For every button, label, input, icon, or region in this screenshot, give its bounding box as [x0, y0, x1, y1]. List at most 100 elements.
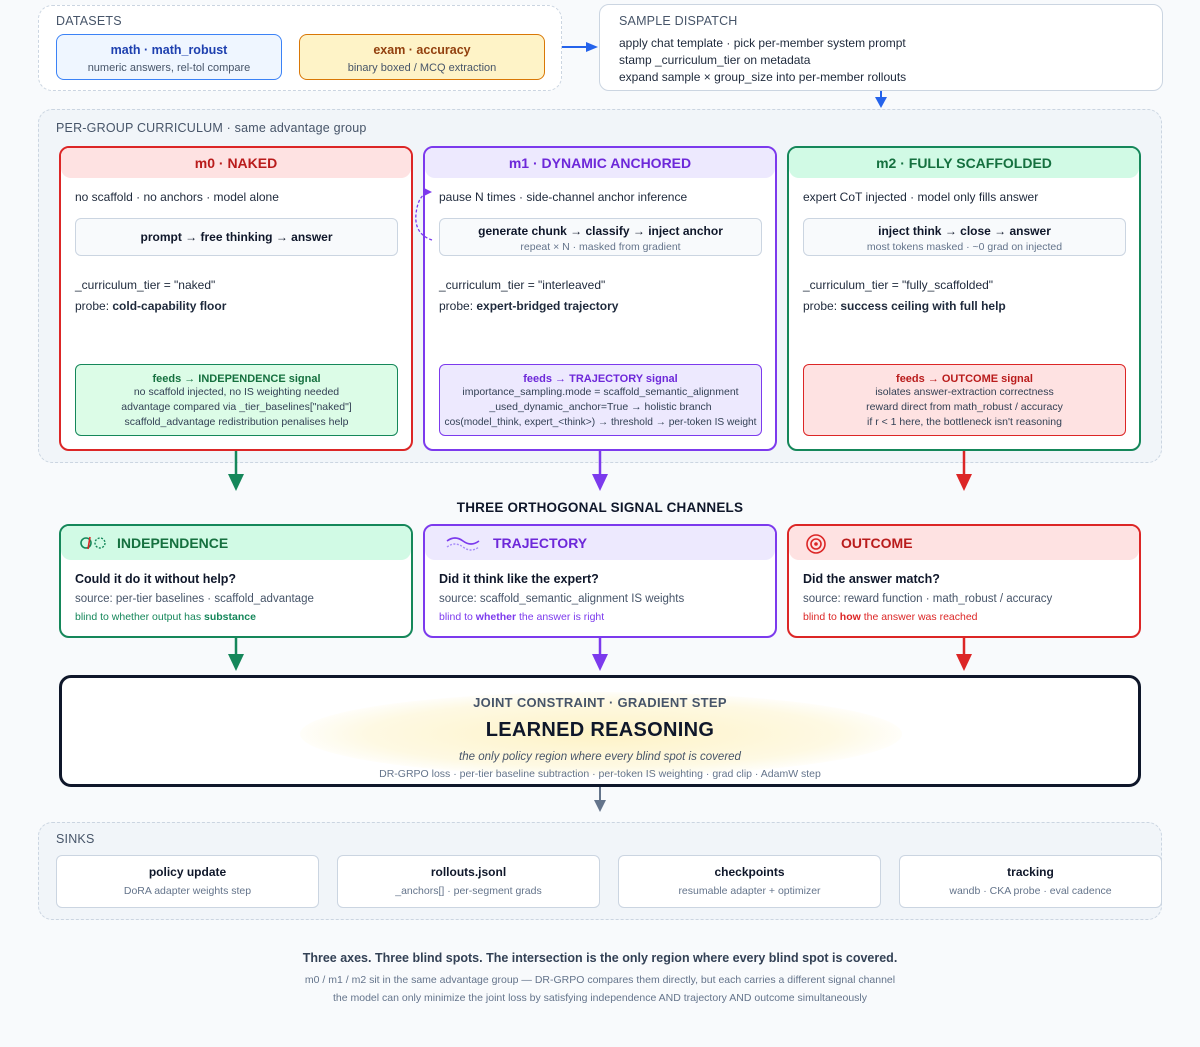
sink-policy-update-sub: DoRA adapter weights step — [123, 885, 252, 897]
m0-feed-title: feeds → INDEPENDENCE signal — [152, 373, 321, 385]
m2-probe-label: probe: — [803, 299, 838, 313]
sink-rollouts-sub: _anchors[] · per-segment grads — [395, 885, 542, 897]
m1-flow-main: generate chunk → classify → inject ancho… — [478, 224, 723, 238]
m1-column[interactable]: m1 · DYNAMIC ANCHORED pause N times · si… — [423, 146, 777, 451]
trajectory-title: TRAJECTORY — [493, 535, 588, 551]
m1-feed-line-1: importance_sampling.mode = scaffold_sema… — [462, 386, 739, 398]
m0-probe-value: cold-capability floor — [112, 299, 227, 313]
m1-feed-line-2: _used_dynamic_anchor=True → holistic bra… — [489, 401, 712, 413]
dispatch-label: SAMPLE DISPATCH — [619, 14, 738, 28]
datasets-label: DATASETS — [56, 14, 122, 28]
m2-column[interactable]: m2 · FULLY SCAFFOLDED expert CoT injecte… — [787, 146, 1141, 451]
independence-card[interactable]: INDEPENDENCE Could it do it without help… — [59, 524, 413, 638]
arrow-m2-down — [956, 451, 972, 491]
trajectory-source: source: scaffold_semantic_alignment IS w… — [439, 593, 685, 605]
trajectory-header: TRAJECTORY — [425, 526, 775, 560]
dispatch-line-1: apply chat template · pick per-member sy… — [619, 36, 906, 50]
m1-probe-value: expert-bridged trajectory — [476, 299, 619, 313]
trajectory-card[interactable]: TRAJECTORY Did it think like the expert?… — [423, 524, 777, 638]
m0-flow-pill: prompt → free thinking → answer — [75, 218, 398, 256]
trajectory-wave-icon — [446, 537, 480, 551]
arrow-m1-down — [592, 451, 608, 491]
outcome-header: OUTCOME — [789, 526, 1139, 560]
target-icon — [806, 534, 826, 554]
independence-source: source: per-tier baselines · scaffold_ad… — [75, 593, 314, 605]
m0-probe: probe: cold-capability floor — [75, 299, 226, 313]
sink-rollouts-title: rollouts.jsonl — [430, 865, 507, 879]
m2-feed-line-2: reward direct from math_robust / accurac… — [866, 401, 1063, 413]
sink-checkpoints-title: checkpoints — [714, 865, 785, 879]
m0-header: m0 · NAKED — [61, 148, 411, 178]
m2-header: m2 · FULLY SCAFFOLDED — [789, 148, 1139, 178]
m1-probe-label: probe: — [439, 299, 474, 313]
sinks-label: SINKS — [56, 832, 95, 846]
sink-policy-update-title: policy update — [148, 865, 227, 879]
m2-probe-value: success ceiling with full help — [840, 299, 1006, 313]
arrow-independence-down — [228, 638, 244, 671]
sink-checkpoints[interactable]: checkpoints resumable adapter + optimize… — [618, 855, 881, 908]
m1-flow-sub: repeat × N · masked from gradient — [520, 241, 681, 253]
trajectory-blind-post: the answer is right — [516, 611, 605, 623]
sink-tracking[interactable]: tracking wandb · CKA probe · eval cadenc… — [899, 855, 1162, 908]
footer-line-2: the model can only minimize the joint lo… — [332, 992, 867, 1004]
independence-blind: blind to whether output has substance — [75, 611, 256, 623]
m2-flow-sub: most tokens masked · ~0 grad on injected — [866, 241, 1063, 253]
datasets-panel: DATASETS math · math_robust numeric answ… — [38, 5, 562, 91]
curriculum-label: PER-GROUP CURRICULUM · same advantage gr… — [56, 121, 367, 135]
m0-flow-main: prompt → free thinking → answer — [140, 230, 333, 244]
arrow-outcome-down — [956, 638, 972, 671]
dataset-math-title: math · math_robust — [110, 43, 228, 57]
sink-rollouts[interactable]: rollouts.jsonl _anchors[] · per-segment … — [337, 855, 600, 908]
m2-flow-pill: inject think → close → answer most token… — [803, 218, 1126, 256]
dataset-exam-title: exam · accuracy — [373, 43, 471, 57]
outcome-blind: blind to how the answer was reached — [803, 611, 978, 623]
joint-title: LEARNED REASONING — [485, 719, 715, 741]
independence-title: INDEPENDENCE — [117, 535, 229, 551]
independence-question: Could it do it without help? — [75, 572, 237, 586]
sink-policy-update[interactable]: policy update DoRA adapter weights step — [56, 855, 319, 908]
dispatch-line-2: stamp _curriculum_tier on metadata — [619, 53, 811, 67]
outcome-blind-pre: blind to — [803, 611, 840, 623]
independence-blind-bold: substance — [204, 611, 256, 623]
m1-tier: _curriculum_tier = "interleaved" — [439, 278, 606, 292]
dispatch-line-3: expand sample × group_size into per-memb… — [619, 70, 907, 84]
m1-flow-pill: generate chunk → classify → inject ancho… — [439, 218, 762, 256]
m1-probe: probe: expert-bridged trajectory — [439, 299, 618, 313]
outcome-source: source: reward function · math_robust / … — [803, 593, 1053, 605]
independence-header: INDEPENDENCE — [61, 526, 411, 560]
m0-desc: no scaffold · no anchors · model alone — [75, 190, 279, 204]
trajectory-blind-bold: whether — [475, 611, 517, 623]
joint-panel: JOINT CONSTRAINT · GRADIENT STEP LEARNED… — [59, 675, 1141, 787]
arrow-m0-down — [228, 451, 244, 491]
m2-feed-line-3: if r < 1 here, the bottleneck isn't reas… — [867, 416, 1062, 428]
channels-title: THREE ORTHOGONAL SIGNAL CHANNELS — [456, 500, 744, 515]
dataset-exam-card[interactable]: exam · accuracy binary boxed / MCQ extra… — [299, 34, 545, 80]
outcome-blind-bold: how — [839, 611, 861, 623]
m0-feed-line-3: scaffold_advantage redistribution penali… — [124, 416, 349, 428]
sink-tracking-title: tracking — [1007, 865, 1054, 879]
independence-blind-pre: blind to whether output has — [75, 611, 205, 623]
outcome-title: OUTCOME — [841, 535, 913, 551]
m1-header: m1 · DYNAMIC ANCHORED — [425, 148, 775, 178]
m2-probe: probe: success ceiling with full help — [803, 299, 1006, 313]
m2-feed-title: feeds → OUTCOME signal — [896, 373, 1033, 385]
arrow-datasets-to-dispatch — [562, 42, 598, 52]
m1-loop-arrow-icon — [415, 188, 433, 241]
trajectory-question: Did it think like the expert? — [439, 572, 599, 586]
outcome-card[interactable]: OUTCOME Did the answer match? source: re… — [787, 524, 1141, 638]
joint-italic: the only policy region where every blind… — [459, 751, 741, 763]
arrow-trajectory-down — [592, 638, 608, 671]
joint-label: JOINT CONSTRAINT · GRADIENT STEP — [473, 695, 727, 710]
footer-line-1: m0 / m1 / m2 sit in the same advantage g… — [304, 974, 896, 986]
m0-column[interactable]: m0 · NAKED no scaffold · no anchors · mo… — [59, 146, 413, 451]
trajectory-blind: blind to whether the answer is right — [439, 611, 604, 623]
m1-feed-box: feeds → TRAJECTORY signal importance_sam… — [439, 364, 762, 436]
sink-checkpoints-sub: resumable adapter + optimizer — [678, 885, 821, 897]
footer-headline: Three axes. Three blind spots. The inter… — [302, 951, 898, 965]
dataset-exam-sub: binary boxed / MCQ extraction — [347, 62, 497, 74]
m0-feed-line-2: advantage compared via _tier_baselines["… — [121, 401, 352, 413]
independence-icon — [80, 536, 106, 550]
dataset-math-card[interactable]: math · math_robust numeric answers, rel-… — [56, 34, 282, 80]
m2-feed-box: feeds → OUTCOME signal isolates answer-e… — [803, 364, 1126, 436]
